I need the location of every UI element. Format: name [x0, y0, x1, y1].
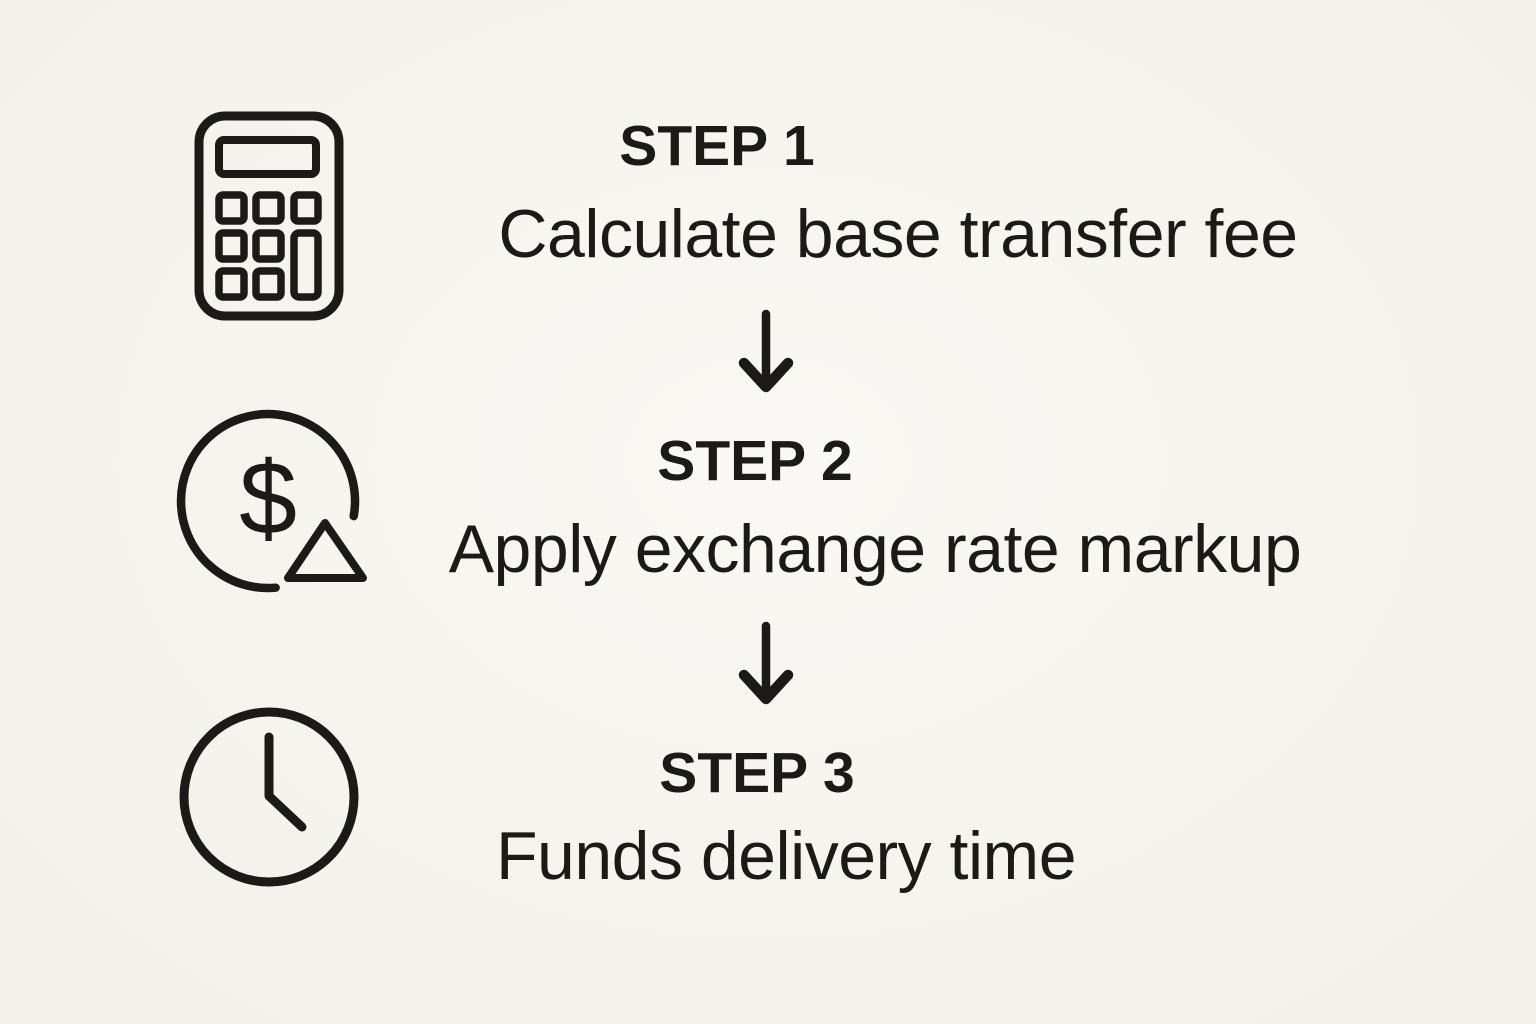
dollar-symbol: $	[239, 441, 297, 557]
calculator-body	[194, 111, 344, 321]
step-label: STEP 3	[659, 741, 855, 805]
step-description: Calculate base transfer fee	[498, 196, 1298, 272]
step-description: Apply exchange rate markup	[448, 511, 1302, 587]
down-arrow-icon	[738, 621, 794, 705]
clock-icon	[179, 707, 359, 887]
clock-hands	[264, 732, 307, 832]
step-label: STEP 2	[657, 429, 853, 493]
calculator-icon	[194, 111, 344, 321]
coin-circle	[176, 409, 360, 593]
calculator-screen	[215, 136, 320, 178]
calculator-buttons	[215, 191, 322, 301]
dollar-rate-change-icon: $	[176, 409, 367, 593]
step-description: Funds delivery time	[495, 818, 1077, 894]
clock-face	[179, 707, 359, 887]
change-triangle	[284, 519, 367, 582]
down-arrow-icon	[738, 309, 794, 393]
calculator-enter-button	[290, 229, 322, 301]
step-label: STEP 1	[619, 114, 815, 178]
arrow-head	[738, 357, 794, 393]
arrow-head	[738, 669, 794, 705]
